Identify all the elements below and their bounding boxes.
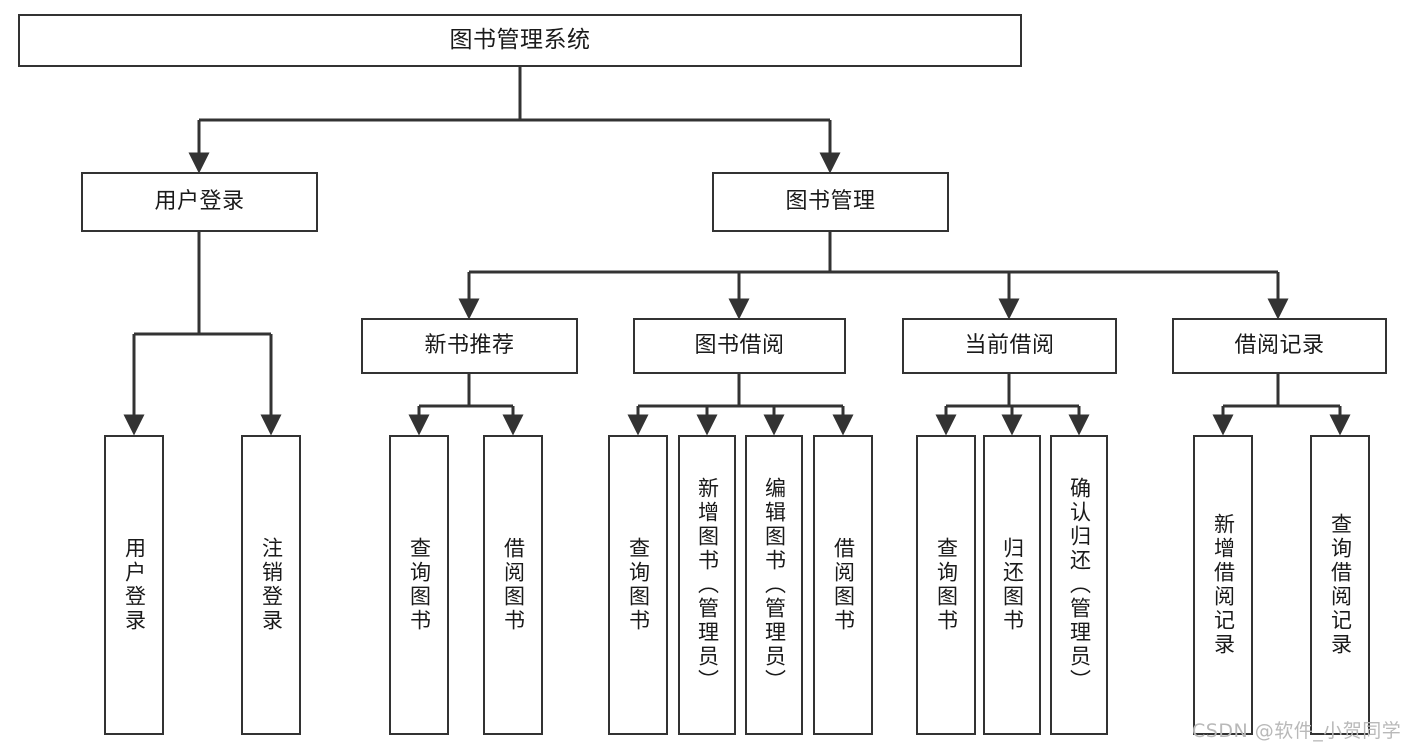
node-current-borrow[interactable]: 当前借阅 — [902, 318, 1117, 374]
node-label: 编辑图书（管理员） — [762, 477, 787, 693]
node-label: 借阅记录 — [1234, 332, 1325, 358]
node-label: 用户登录 — [154, 188, 245, 214]
node-label: 查询借阅记录 — [1328, 513, 1353, 657]
node-label: 用户登录 — [122, 537, 147, 633]
leaf-book-borrow-add[interactable]: 新增图书（管理员） — [678, 435, 736, 735]
node-label: 借阅图书 — [501, 537, 526, 633]
leaf-new-book-borrow[interactable]: 借阅图书 — [483, 435, 543, 735]
node-label: 确认归还（管理员） — [1067, 477, 1092, 693]
leaf-book-borrow-borrow[interactable]: 借阅图书 — [813, 435, 873, 735]
node-new-book-recommend[interactable]: 新书推荐 — [361, 318, 578, 374]
leaf-user-login-login[interactable]: 用户登录 — [104, 435, 164, 735]
node-label: 查询图书 — [626, 537, 651, 633]
leaf-user-login-logout[interactable]: 注销登录 — [241, 435, 301, 735]
node-label: 查询图书 — [407, 537, 432, 633]
node-root-system[interactable]: 图书管理系统 — [18, 14, 1022, 67]
node-label: 新增借阅记录 — [1211, 513, 1236, 657]
node-label: 当前借阅 — [964, 332, 1055, 358]
node-label: 图书借阅 — [694, 332, 785, 358]
node-label: 图书管理 — [785, 188, 876, 214]
node-borrow-record[interactable]: 借阅记录 — [1172, 318, 1387, 374]
leaf-borrow-record-query[interactable]: 查询借阅记录 — [1310, 435, 1370, 735]
csdn-watermark: CSDN @软件_小贺同学 — [1192, 720, 1402, 742]
leaf-current-borrow-query[interactable]: 查询图书 — [916, 435, 976, 735]
node-label: 归还图书 — [1000, 537, 1025, 633]
node-label: 新增图书（管理员） — [695, 477, 720, 693]
node-book-management[interactable]: 图书管理 — [712, 172, 949, 232]
node-label: 注销登录 — [259, 537, 284, 633]
node-label: 借阅图书 — [831, 537, 856, 633]
node-user-login[interactable]: 用户登录 — [81, 172, 318, 232]
node-label: 查询图书 — [934, 537, 959, 633]
leaf-book-borrow-edit[interactable]: 编辑图书（管理员） — [745, 435, 803, 735]
leaf-borrow-record-add[interactable]: 新增借阅记录 — [1193, 435, 1253, 735]
node-label: 新书推荐 — [424, 332, 515, 358]
leaf-current-borrow-confirm[interactable]: 确认归还（管理员） — [1050, 435, 1108, 735]
leaf-current-borrow-return[interactable]: 归还图书 — [983, 435, 1041, 735]
node-label: 图书管理系统 — [449, 26, 591, 53]
leaf-book-borrow-query[interactable]: 查询图书 — [608, 435, 668, 735]
leaf-new-book-query[interactable]: 查询图书 — [389, 435, 449, 735]
node-book-borrowing[interactable]: 图书借阅 — [633, 318, 846, 374]
